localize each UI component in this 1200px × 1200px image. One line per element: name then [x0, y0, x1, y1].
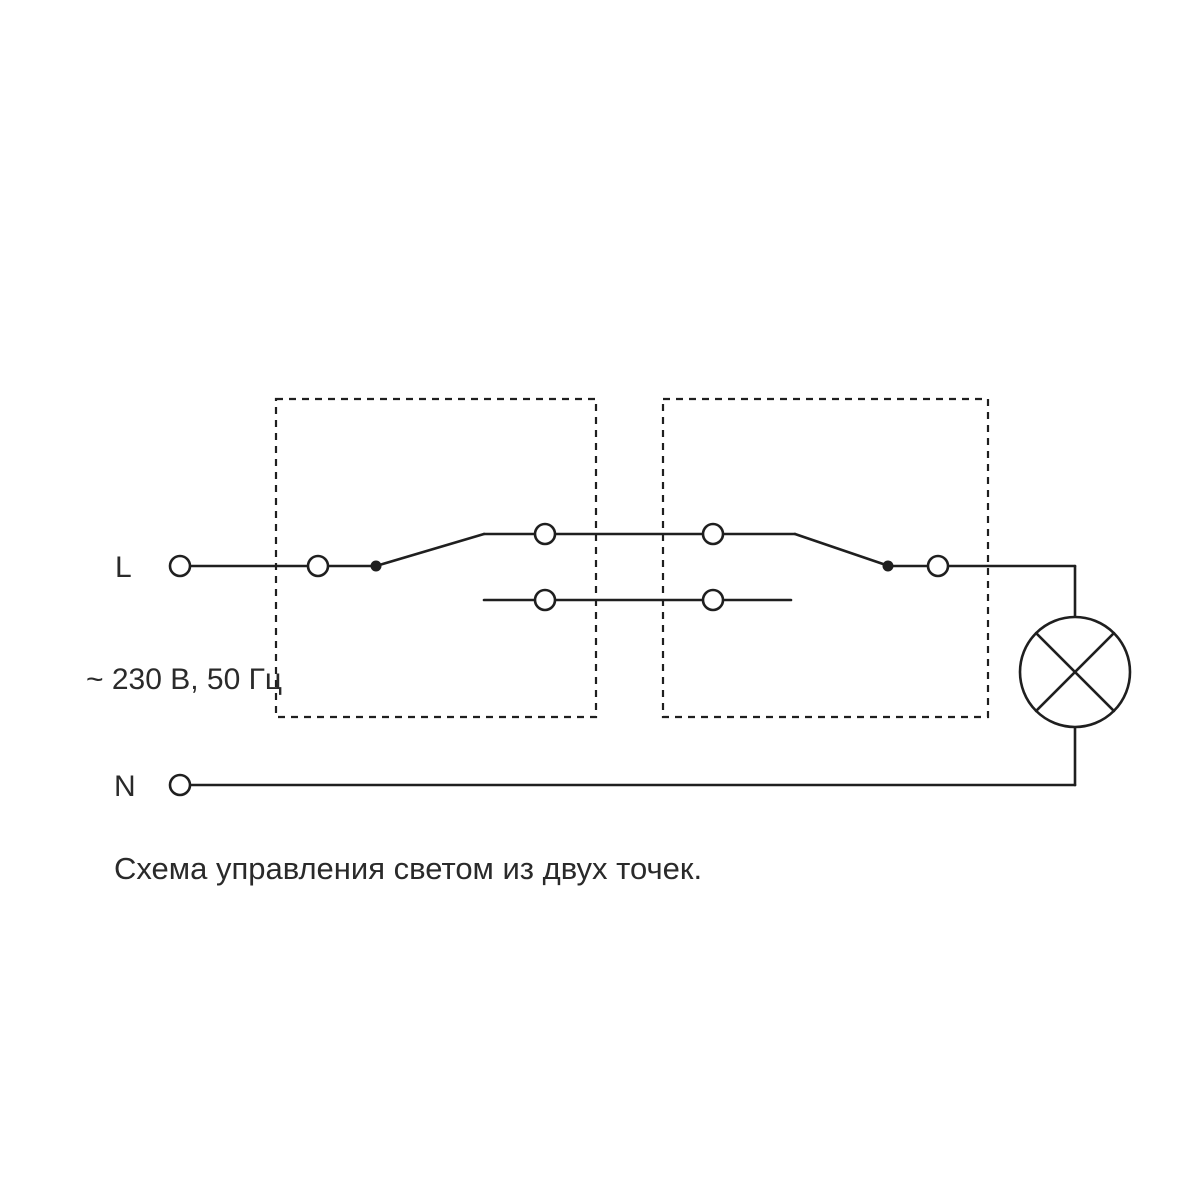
switch-1-enclosure-box — [274, 397, 598, 719]
switch-1-traveler-bottom-contact — [533, 588, 557, 612]
switch-1-traveler-top-contact — [533, 522, 557, 546]
label-neutral-N: N — [114, 770, 136, 803]
switch-2-pivot-dot — [882, 560, 894, 572]
switch-1-common-contact — [306, 554, 330, 578]
terminal-L — [168, 554, 192, 578]
switch-1-pivot-dot — [370, 560, 382, 572]
lamp-cross-line-2 — [1034, 631, 1116, 713]
switch-2-traveler-bottom-contact — [701, 588, 725, 612]
lamp-icon — [1018, 615, 1132, 729]
terminal-N — [168, 773, 192, 797]
switch-1-blade — [374, 532, 486, 568]
phase-wire-group — [188, 532, 1077, 619]
label-voltage: ~ 230 В, 50 Гц — [86, 663, 282, 696]
neutral-wire-group — [188, 725, 1077, 787]
switch-2-blade — [793, 532, 888, 567]
switch-2-enclosure-box — [661, 397, 990, 719]
diagram-caption: Схема управления светом из двух точек. — [114, 851, 702, 886]
switch-2-traveler-top-contact — [701, 522, 725, 546]
switch-2-common-contact — [926, 554, 950, 578]
label-phase-L: L — [115, 551, 132, 584]
